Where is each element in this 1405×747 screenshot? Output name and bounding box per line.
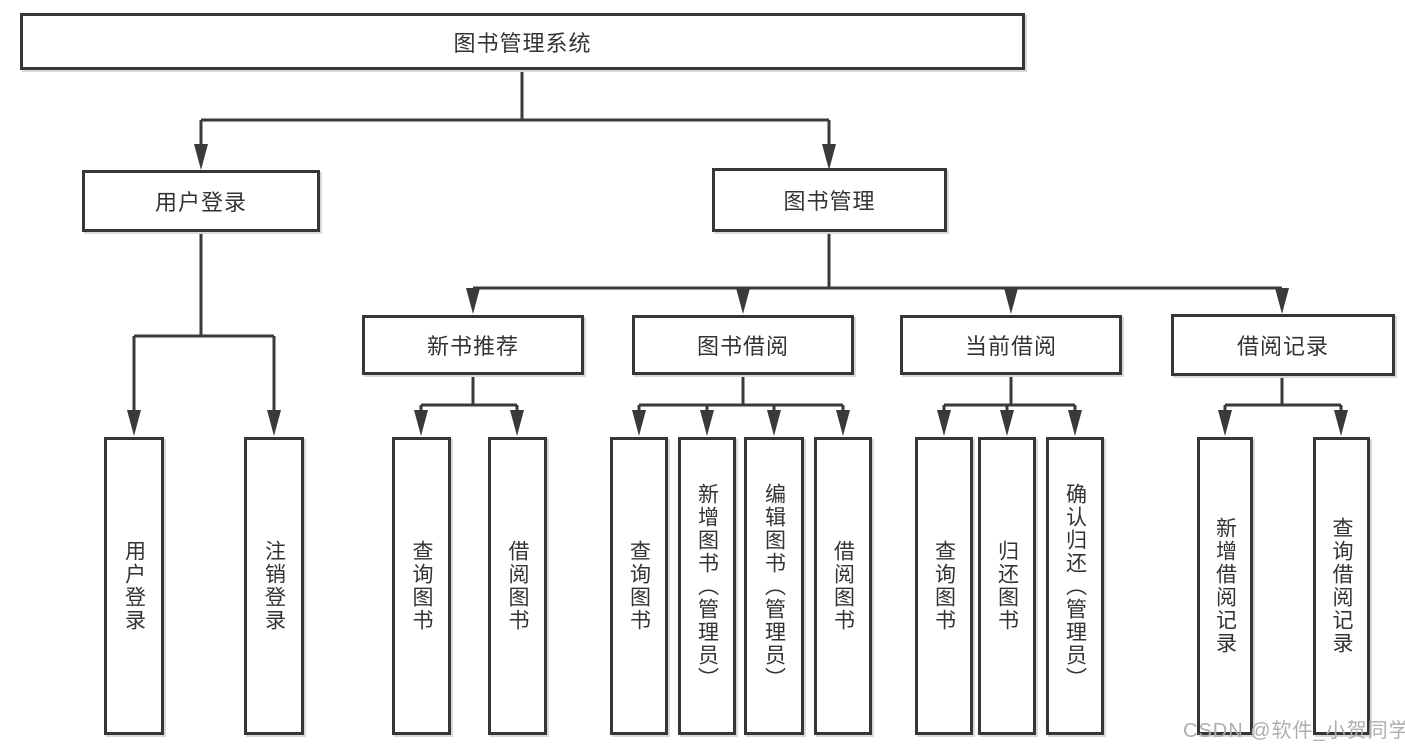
arrowhead <box>267 410 281 436</box>
node-book-management: 图书管理 <box>712 168 947 232</box>
arrowhead <box>937 410 951 436</box>
arrowhead <box>1068 410 1082 436</box>
leaf-return-book: 归还图书 <box>978 437 1036 735</box>
leaf-user-login: 用户登录 <box>104 437 164 735</box>
arrowhead <box>632 410 646 436</box>
node-user-login: 用户登录 <box>82 170 320 232</box>
arrowhead <box>466 288 480 314</box>
arrowhead <box>1218 410 1232 436</box>
arrowhead <box>510 410 524 436</box>
node-new-book-recommend: 新书推荐 <box>362 315 584 375</box>
leaf-query-borrow-record: 查询借阅记录 <box>1313 437 1370 735</box>
leaf-logout: 注销登录 <box>244 437 304 735</box>
arrowhead <box>414 410 428 436</box>
arrowhead <box>1275 288 1289 314</box>
arrowhead <box>1000 410 1014 436</box>
csdn-watermark: CSDN @软件_小贺同学 <box>1183 720 1405 742</box>
leaf-borrow-book-recommend: 借阅图书 <box>488 437 547 735</box>
arrowhead <box>1334 410 1348 436</box>
node-book-borrow: 图书借阅 <box>632 315 854 375</box>
leaf-query-book-borrow: 查询图书 <box>610 437 668 735</box>
leaf-query-book-recommend: 查询图书 <box>392 437 451 735</box>
arrowhead <box>194 144 208 170</box>
node-borrow-record: 借阅记录 <box>1171 314 1395 376</box>
arrowhead <box>1004 288 1018 314</box>
arrowhead <box>836 410 850 436</box>
arrowhead <box>700 410 714 436</box>
node-root-system: 图书管理系统 <box>20 13 1025 70</box>
node-current-borrow: 当前借阅 <box>900 315 1122 375</box>
leaf-query-book-current: 查询图书 <box>915 437 973 735</box>
leaf-add-book-admin: 新增图书（管理员） <box>678 437 736 735</box>
leaf-edit-book-admin: 编辑图书（管理员） <box>744 437 804 735</box>
leaf-confirm-return-admin: 确认归还（管理员） <box>1046 437 1104 735</box>
leaf-borrow-book: 借阅图书 <box>814 437 872 735</box>
arrowhead <box>767 410 781 436</box>
leaf-add-borrow-record: 新增借阅记录 <box>1197 437 1253 735</box>
arrowhead <box>127 410 141 436</box>
arrowhead <box>736 288 750 314</box>
arrowhead <box>822 144 836 170</box>
